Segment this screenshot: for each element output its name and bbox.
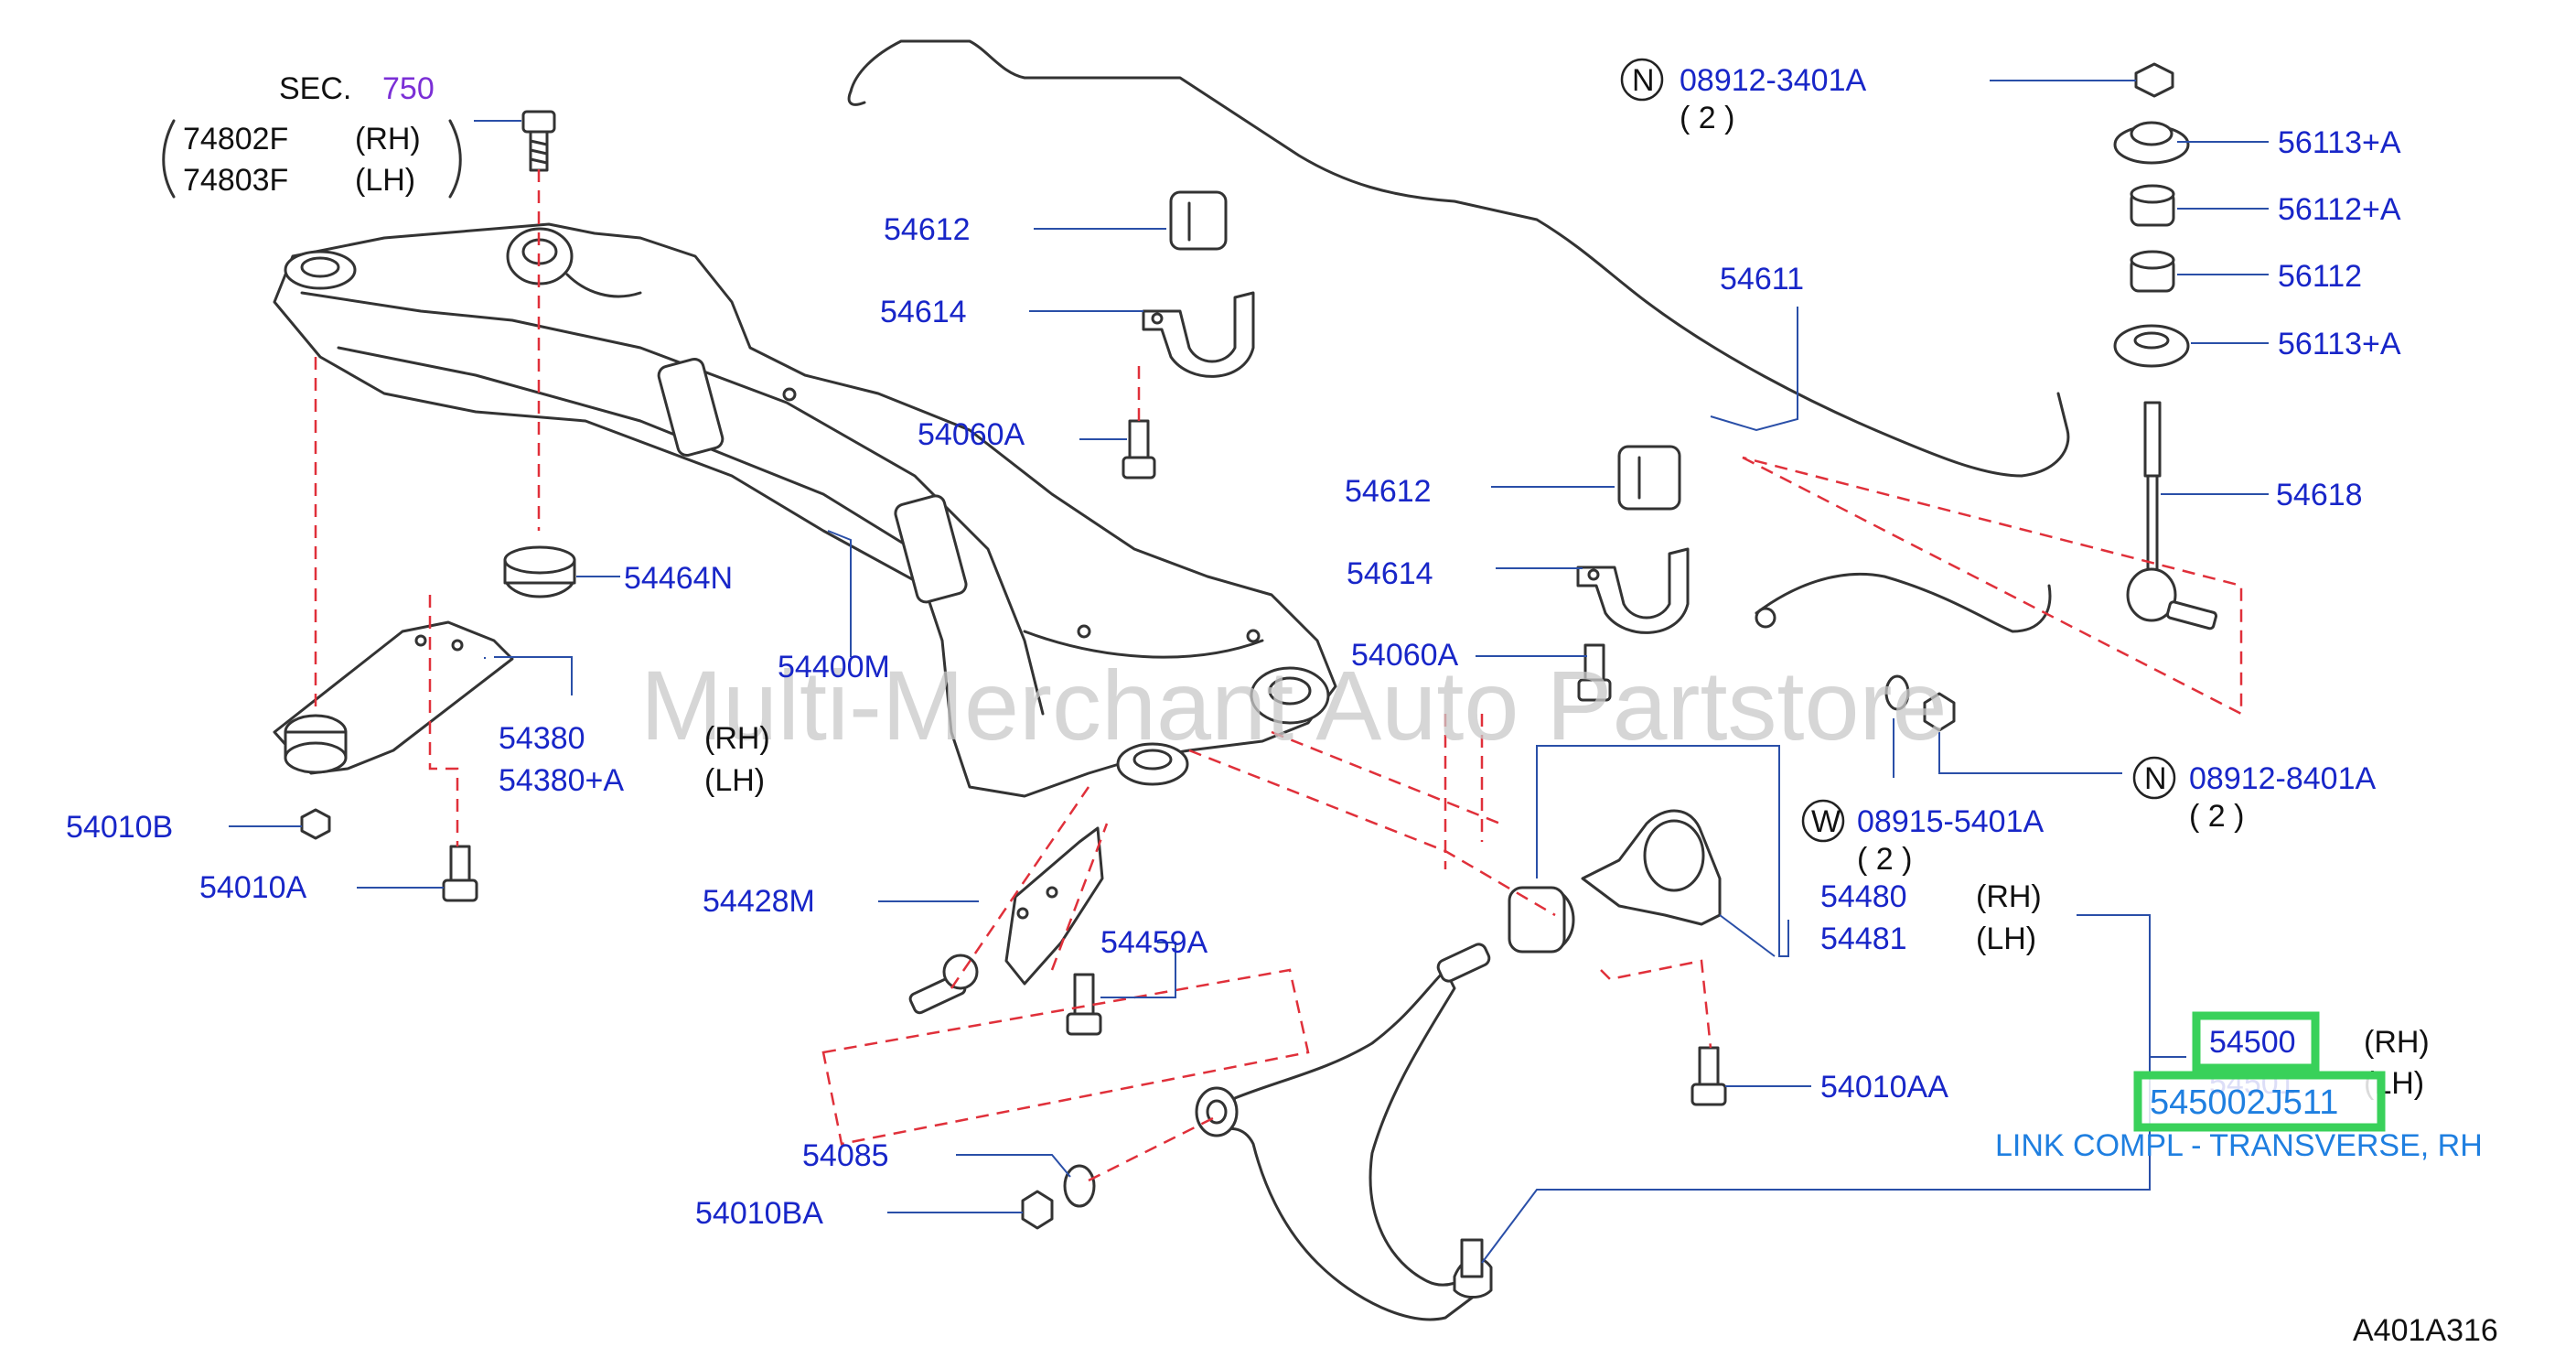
marker-n2-letter: N [2144,761,2167,796]
label-54481[interactable]: 54481 [1820,922,1907,956]
bolt-54459A-drawing [1066,973,1102,1036]
bolt-74802F-drawing [521,110,556,172]
label-54060Ab[interactable]: 54060A [1351,638,1459,673]
qty-08915-5401A: ( 2 ) [1857,842,1912,877]
label-54380[interactable]: 54380 [499,721,585,756]
bolt-refs-paren-left [162,119,176,199]
bushing-56112A-drawing [2130,184,2175,227]
bracket-54380-drawing [273,620,514,775]
highlight-box-54500 [2192,1011,2320,1072]
marker-n1 [1620,58,1664,102]
transverse-link-drawing [1195,943,1493,1321]
label-56112A[interactable]: 56112+A [2278,192,2401,227]
label-54380A-lh: (LH) [704,763,765,798]
bolt-ref-lh-side: (LH) [355,163,415,198]
label-54085[interactable]: 54085 [802,1138,889,1173]
assembly-dash-lines [314,169,2243,1182]
label-54612a[interactable]: 54612 [884,212,971,247]
washer-08915-drawing [1884,674,1910,711]
watermark: Multi-Merchant Auto Partstore [640,650,1948,760]
label-54380A[interactable]: 54380+A [499,763,624,798]
highlight-description: LINK COMPL - TRANSVERSE, RH [1995,1128,2483,1163]
bolt-refs-paren-right [448,119,462,199]
diagram-code: A401A316 [2353,1313,2498,1348]
link-54618-drawing [2126,401,2218,630]
label-54010A[interactable]: 54010A [199,870,307,905]
label-56113a[interactable]: 56113+A [2278,125,2401,160]
label-54459A[interactable]: 54459A [1100,925,1208,960]
label-54400M[interactable]: 54400M [778,650,890,684]
marker-w1-letter: W [1811,804,1841,839]
clamp-54614b-drawing [1576,547,1690,634]
label-56113b[interactable]: 56113+A [2278,327,2401,361]
stabilizer-bar [849,39,2070,478]
marker-n1-letter: N [1632,63,1655,98]
label-54428M[interactable]: 54428M [703,884,815,919]
bolt-ref-lh-code: 74803F [183,163,288,198]
bushing-54612a-drawing [1169,190,1228,251]
washer-54085-drawing [1063,1164,1096,1208]
bolt-ref-rh-code: 74802F [183,122,288,156]
bolt-54010AA-drawing [1690,1046,1727,1106]
bushing-56112-drawing [2130,250,2175,293]
label-54380-rh: (RH) [704,721,770,756]
nut-08912-3401A-drawing [2134,62,2174,98]
label-08912-3401A[interactable]: 08912-3401A [1680,63,1867,98]
label-56112[interactable]: 56112 [2278,259,2362,294]
label-54480[interactable]: 54480 [1820,879,1907,914]
label-54614a[interactable]: 54614 [880,295,967,329]
label-54611[interactable]: 54611 [1720,262,1804,296]
label-54464N[interactable]: 54464N [624,561,733,596]
bolt-ref-rh-side: (RH) [355,122,421,156]
label-08912-8401A[interactable]: 08912-8401A [2189,761,2377,796]
bolt-54060Ab-drawing [1577,643,1612,702]
marker-n2 [2132,756,2176,800]
bushing-54464N-drawing [503,545,576,598]
label-54010B[interactable]: 54010B [66,810,173,845]
label-54481-lh: (LH) [1976,922,2036,956]
highlight-part-number[interactable]: 545002J511 [2150,1083,2338,1122]
washer-56113A-top-drawing [2113,121,2190,165]
label-54010BA[interactable]: 54010BA [695,1196,823,1231]
bracket-54428M-drawing [1004,826,1104,986]
label-54010AA[interactable]: 54010AA [1820,1070,1948,1105]
leader-lines [229,80,2269,1264]
label-54060Aa[interactable]: 54060A [918,417,1025,452]
washer-56113A-bottom-drawing [2113,324,2190,368]
bolt-54010A-drawing [442,845,478,902]
marker-w1 [1801,799,1845,843]
label-54612b[interactable]: 54612 [1345,474,1432,509]
qty-08912-8401A: ( 2 ) [2189,799,2244,834]
label-54614b[interactable]: 54614 [1347,556,1433,591]
label-08915-5401A[interactable]: 08915-5401A [1857,804,2045,839]
bushing-54612b-drawing [1617,445,1681,511]
bolt-54060Aa-drawing [1122,419,1156,480]
label-54500-rh: (RH) [2364,1025,2430,1060]
nut-54010BA-drawing [1021,1190,1054,1230]
clamp-54614a-drawing [1142,291,1255,378]
qty-08912-3401A: ( 2 ) [1680,101,1734,135]
nut-54010B-drawing [300,808,331,840]
bushing-54480-drawing [1508,809,1722,954]
nut-08912-8401A-drawing [1923,692,1956,732]
highlight-box-part-number [2133,1071,2386,1132]
section-prefix: SEC. [279,71,351,106]
label-54480-rh: (RH) [1976,879,2042,914]
label-54500[interactable]: 54500 [2209,1025,2296,1060]
section-link[interactable]: 750 [382,71,435,106]
label-54618[interactable]: 54618 [2276,478,2363,512]
